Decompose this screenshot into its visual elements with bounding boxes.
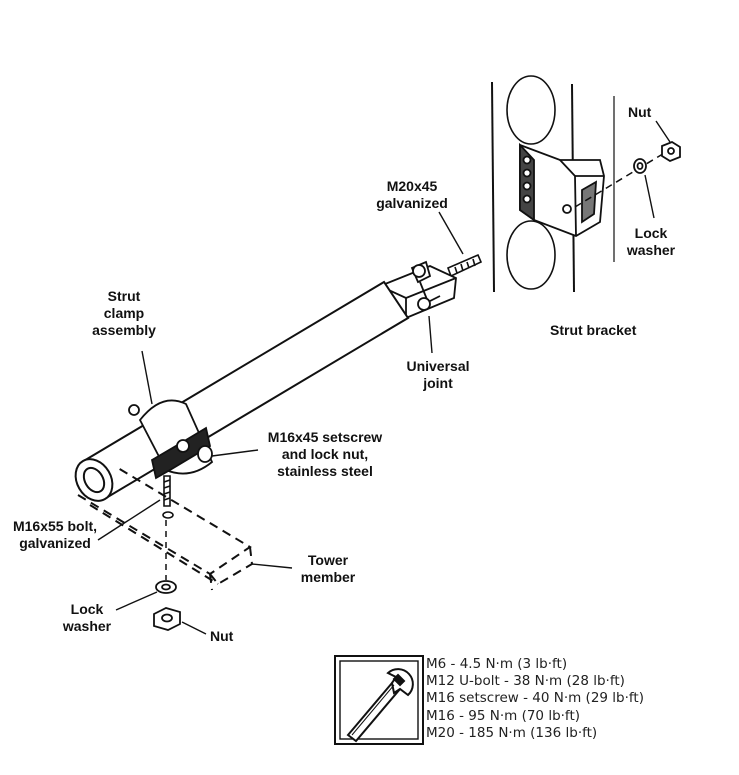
leader-tower-member <box>251 563 293 569</box>
torque-spec-item: M16 - 95 N·m (70 lb·ft) <box>426 707 581 724</box>
strut-bracket <box>519 142 605 237</box>
label-strut-bracket: Strut bracket <box>550 322 637 338</box>
leader-universal-joint <box>428 315 433 354</box>
leader-m20 <box>438 211 464 255</box>
torque-spec-item: M12 U-bolt - 38 N·m (28 lb·ft) <box>426 673 625 690</box>
label-nut-top: Nut <box>628 104 652 120</box>
leader-strut-clamp <box>141 350 153 405</box>
lock-washer-bottom <box>155 580 177 594</box>
leader-lock-washer-bottom <box>115 591 158 611</box>
m16-bolt <box>162 475 174 519</box>
wrench-icon <box>346 668 414 743</box>
leader-m16-bolt <box>97 499 161 541</box>
torque-spec-item: M6 - 4.5 N·m (3 lb·ft) <box>426 656 568 672</box>
leader-setscrew <box>211 449 259 457</box>
lock-washer-top <box>633 158 647 174</box>
torque-spec-box <box>334 655 424 745</box>
nut-bottom <box>153 607 181 631</box>
leader-nut-bottom <box>181 621 207 635</box>
strut-clamp <box>128 399 214 480</box>
leader-lock-washer-top <box>644 174 655 219</box>
m20-bolt <box>446 253 483 278</box>
torque-spec-item: M16 setscrew - 40 N·m (29 lb·ft) <box>426 690 644 707</box>
torque-spec-list: M6 - 4.5 N·m (3 lb·ft) M12 U-bolt - 38 N… <box>426 656 644 742</box>
torque-spec-item: M20 - 185 N·m (136 lb·ft) <box>426 724 598 741</box>
tower-leg <box>491 75 615 293</box>
nut-top <box>661 140 681 163</box>
leader-nut-top <box>655 120 671 143</box>
label-nut-bottom: Nut <box>210 628 234 644</box>
bolt-axis-line <box>574 151 667 208</box>
label-m16-bolt: M16x55 bolt,galvanized <box>12 518 98 551</box>
